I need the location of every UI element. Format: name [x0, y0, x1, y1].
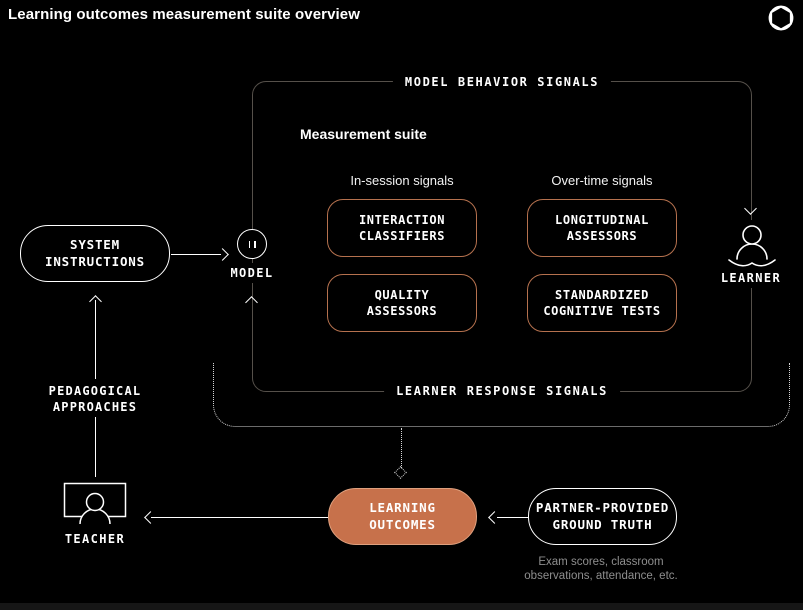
teacher-label: TEACHER [56, 529, 134, 549]
dotted-arrow-head-icon [394, 466, 407, 479]
arrow-pedagogical-lower-line [95, 417, 96, 483]
pedagogical-approaches-label: PEDAGOGICAL APPROACHES [44, 381, 146, 418]
arrow-groundtruth-to-outcomes-line [497, 517, 528, 518]
openai-logo-icon [766, 3, 796, 33]
learner-label: LEARNER [712, 268, 790, 288]
arrow-system-to-model-line [171, 254, 221, 255]
learning-outcomes-pill: LEARNING OUTCOMES [328, 488, 477, 545]
system-instructions-pill: SYSTEM INSTRUCTIONS [20, 225, 170, 282]
learner-icon [726, 220, 778, 268]
arrow-outcomes-to-teacher-line [151, 517, 328, 518]
model-icon [237, 229, 267, 259]
signal-box-standardized-cognitive-tests: STANDARDIZED COGNITIVE TESTS [527, 274, 677, 332]
signal-box-longitudinal-assessors: LONGITUDINAL ASSESSORS [527, 199, 677, 257]
model-label: MODEL [222, 263, 282, 283]
teacher-icon [60, 477, 130, 527]
column-header-over-time: Over-time signals [551, 173, 653, 188]
dotted-bracket-connector [213, 363, 790, 427]
measurement-frame: MODEL BEHAVIOR SIGNALS LEARNER RESPONSE … [252, 73, 752, 400]
arrow-groundtruth-to-outcomes-head-icon [488, 511, 501, 524]
arrow-outcomes-to-teacher-head-icon [144, 511, 157, 524]
page-title: Learning outcomes measurement suite over… [8, 6, 361, 23]
signal-box-quality-assessors: QUALITY ASSESSORS [327, 274, 477, 332]
ground-truth-pill: PARTNER-PROVIDED GROUND TRUTH [528, 488, 677, 545]
arrow-pedagogical-upper-line [95, 300, 96, 379]
column-header-in-session: In-session signals [350, 173, 454, 188]
measurement-suite-title: Measurement suite [300, 126, 427, 142]
model-behavior-signals-label: MODEL BEHAVIOR SIGNALS [392, 73, 612, 91]
learner-response-signals-label: LEARNER RESPONSE SIGNALS [384, 382, 620, 400]
ground-truth-caption: Exam scores, classroom observations, att… [524, 556, 678, 582]
arrow-system-to-model-head-icon [216, 248, 229, 261]
signal-box-interaction-classifiers: INTERACTION CLASSIFIERS [327, 199, 477, 257]
dotted-drop-line [401, 428, 402, 468]
bottom-edge-strip [0, 603, 803, 610]
